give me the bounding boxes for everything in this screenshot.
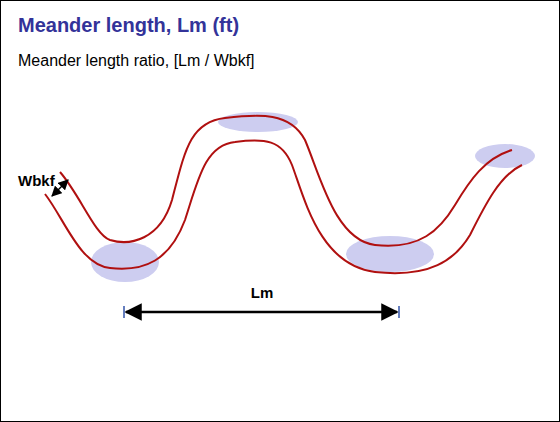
pool (91, 242, 159, 282)
subtitle: Meander length ratio, [Lm / Wbkf] (18, 52, 255, 70)
channel-bank (45, 140, 522, 273)
tick (398, 306, 400, 318)
length-label: Lm (251, 284, 274, 301)
channel-bank (60, 116, 512, 246)
slide-title: Meander length, Lm (ft) (18, 14, 239, 37)
width-label: Wbkf (18, 172, 55, 189)
length-arrow (126, 311, 397, 314)
pool (346, 236, 434, 272)
pool (475, 144, 535, 168)
tick (123, 306, 125, 318)
